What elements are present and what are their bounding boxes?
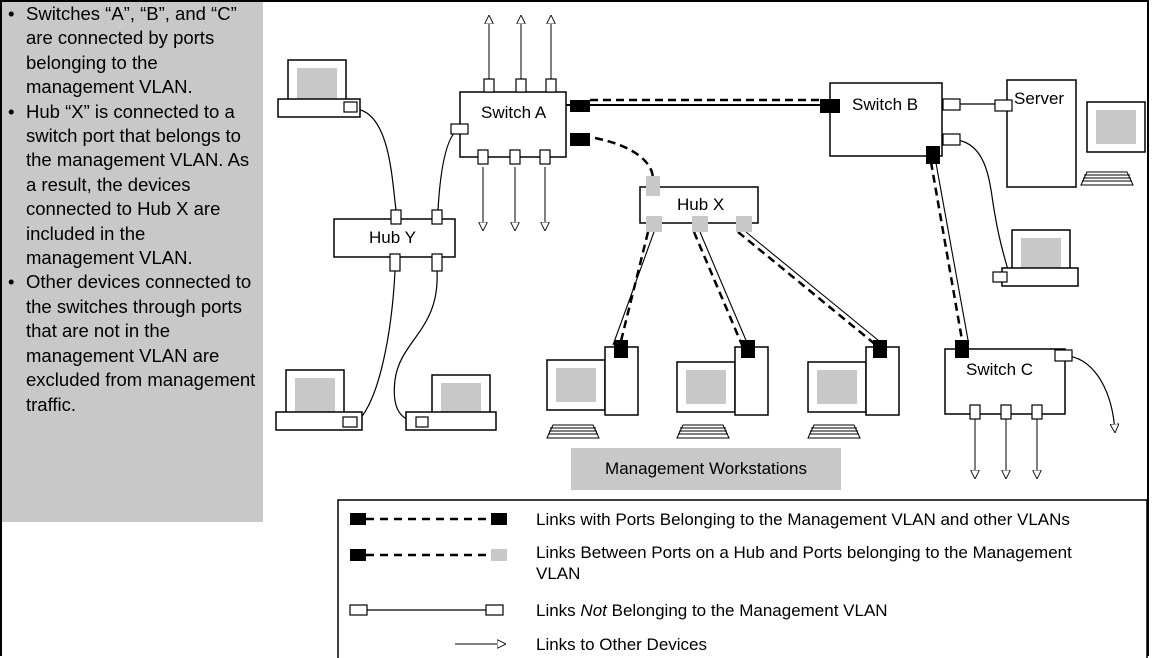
- legend-mgmt-and-other: Links with Ports Belonging to the Manage…: [536, 510, 1070, 529]
- workstation-server-side: [1080, 101, 1146, 186]
- hub-x: Hub X: [639, 176, 759, 232]
- hub-y-label: Hub Y: [369, 228, 416, 247]
- mgmt-dashed-links: [590, 98, 964, 346]
- legend: Links with Ports Belonging to the Manage…: [337, 499, 1148, 658]
- legend-hub-mgmt-line2: VLAN: [536, 564, 580, 583]
- workstation-top-left: [277, 59, 361, 118]
- workstation-bottom-left: [275, 369, 363, 431]
- server: Server: [994, 79, 1077, 188]
- hub-y: Hub Y: [333, 209, 456, 272]
- switch-b-label: Switch B: [852, 95, 918, 114]
- mgmt-workstation-1: [546, 340, 639, 439]
- switch-b: Switch B: [820, 82, 961, 164]
- switch-a: Switch A: [450, 16, 590, 230]
- note-other-devices: Other devices connected to the switches …: [2, 270, 263, 416]
- note-switches: Switches “A”, “B”, and “C” are connected…: [2, 2, 263, 100]
- legend-hub-mgmt-symbol: [350, 549, 507, 561]
- mgmt-workstation-3: [807, 340, 900, 439]
- switch-a-label: Switch A: [481, 103, 547, 122]
- workstation-right: [992, 229, 1079, 287]
- switch-c-label: Switch C: [966, 360, 1033, 379]
- non-mgmt-links: [356, 103, 1115, 432]
- hub-x-label: Hub X: [677, 195, 724, 214]
- workstations-label-bg: [571, 448, 841, 490]
- legend-not-mgmt: Links Not Belonging to the Management VL…: [536, 601, 888, 620]
- legend-mgmt-and-other-symbol: [350, 513, 507, 525]
- note-hub-x: Hub “X” is connected to a switch port th…: [2, 100, 263, 271]
- switch-c: Switch C: [944, 340, 1073, 478]
- legend-hub-mgmt-line1: Links Between Ports on a Hub and Ports b…: [536, 543, 1072, 562]
- mgmt-workstation-2: [676, 340, 769, 439]
- legend-not-mgmt-symbol: [349, 604, 504, 616]
- legend-other-devices: Links to Other Devices: [536, 635, 707, 654]
- workstation-bottom-mid: [405, 374, 497, 431]
- notes-panel: Switches “A”, “B”, and “C” are connected…: [2, 2, 263, 522]
- server-label: Server: [1014, 89, 1064, 108]
- workstations-label: Management Workstations: [605, 459, 807, 478]
